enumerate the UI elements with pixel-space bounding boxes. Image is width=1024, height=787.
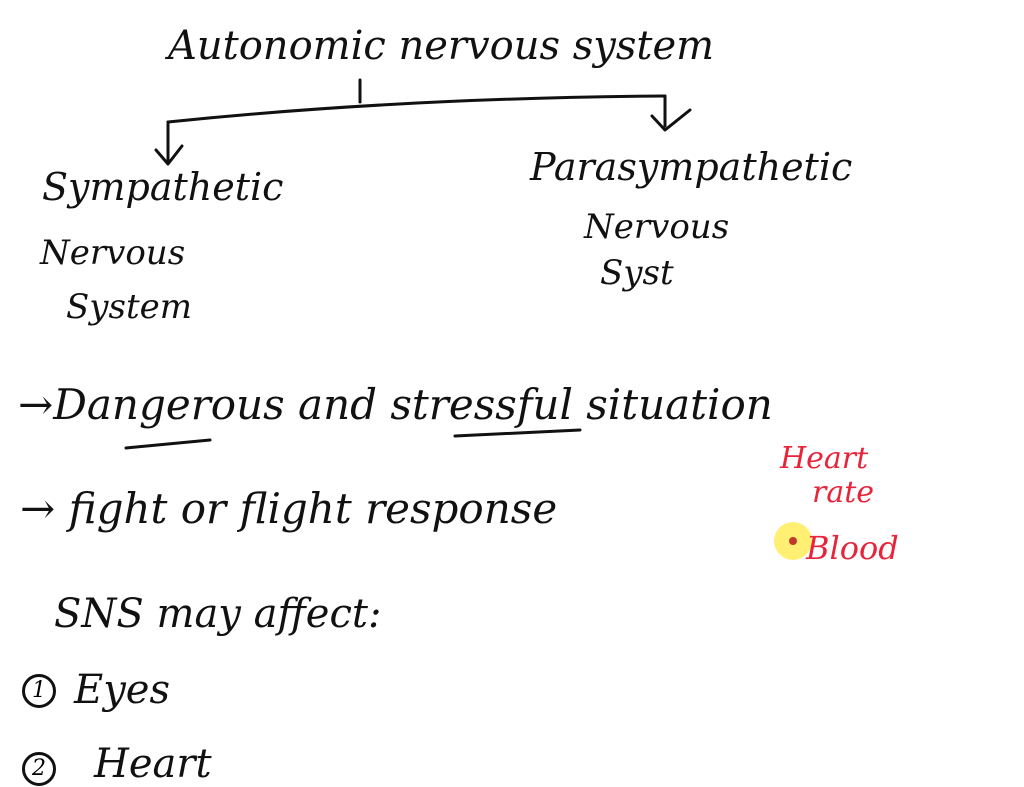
left-branch-line3: System — [66, 287, 192, 327]
left-branch-line1: Sympathetic — [42, 165, 284, 209]
note-text-mid: ous and — [210, 380, 391, 429]
pointer-dot — [789, 537, 797, 545]
underline-danger — [124, 438, 212, 450]
effect-number-badge: 1 — [22, 674, 56, 708]
effect-number-badge: 2 — [22, 752, 56, 786]
diagram-title: Autonomic nervous system — [168, 23, 715, 69]
note-underlined-danger: Danger — [53, 380, 211, 429]
note-fight-or-flight: → fight or flight response — [20, 488, 557, 530]
arrowhead-left — [154, 144, 184, 166]
right-branch-line1: Parasympathetic — [530, 145, 853, 189]
note-text-after: situation — [572, 380, 773, 429]
tree-bar — [166, 94, 667, 124]
effect-item-heart: 2 Heart — [22, 738, 242, 786]
right-branch-line2: Nervous — [584, 207, 730, 247]
left-branch-line2: Nervous — [40, 233, 186, 273]
right-branch-line3: Syst — [600, 253, 674, 293]
note-underlined-stressful: stressful — [390, 380, 573, 429]
note-arrow: → — [18, 380, 54, 429]
effect-item-eyes: 1 Eyes — [22, 670, 222, 714]
sns-heading: SNS may affect: — [54, 591, 382, 637]
note-text: fight or flight response — [68, 484, 558, 533]
effect-label: Eyes — [74, 667, 170, 713]
arrowhead-right — [650, 108, 692, 132]
side-note-rate: rate — [812, 475, 875, 510]
note-dangerous: →Dangerous and stressful situation — [18, 384, 773, 426]
side-note-heart: Heart — [780, 441, 869, 476]
whiteboard-canvas — [124, 78, 692, 450]
underline-stressful — [453, 428, 582, 438]
note-arrow: → — [20, 484, 56, 533]
pointer-highlight — [774, 522, 812, 560]
effect-label: Heart — [94, 741, 212, 787]
side-note-blood: Blood — [806, 529, 899, 567]
